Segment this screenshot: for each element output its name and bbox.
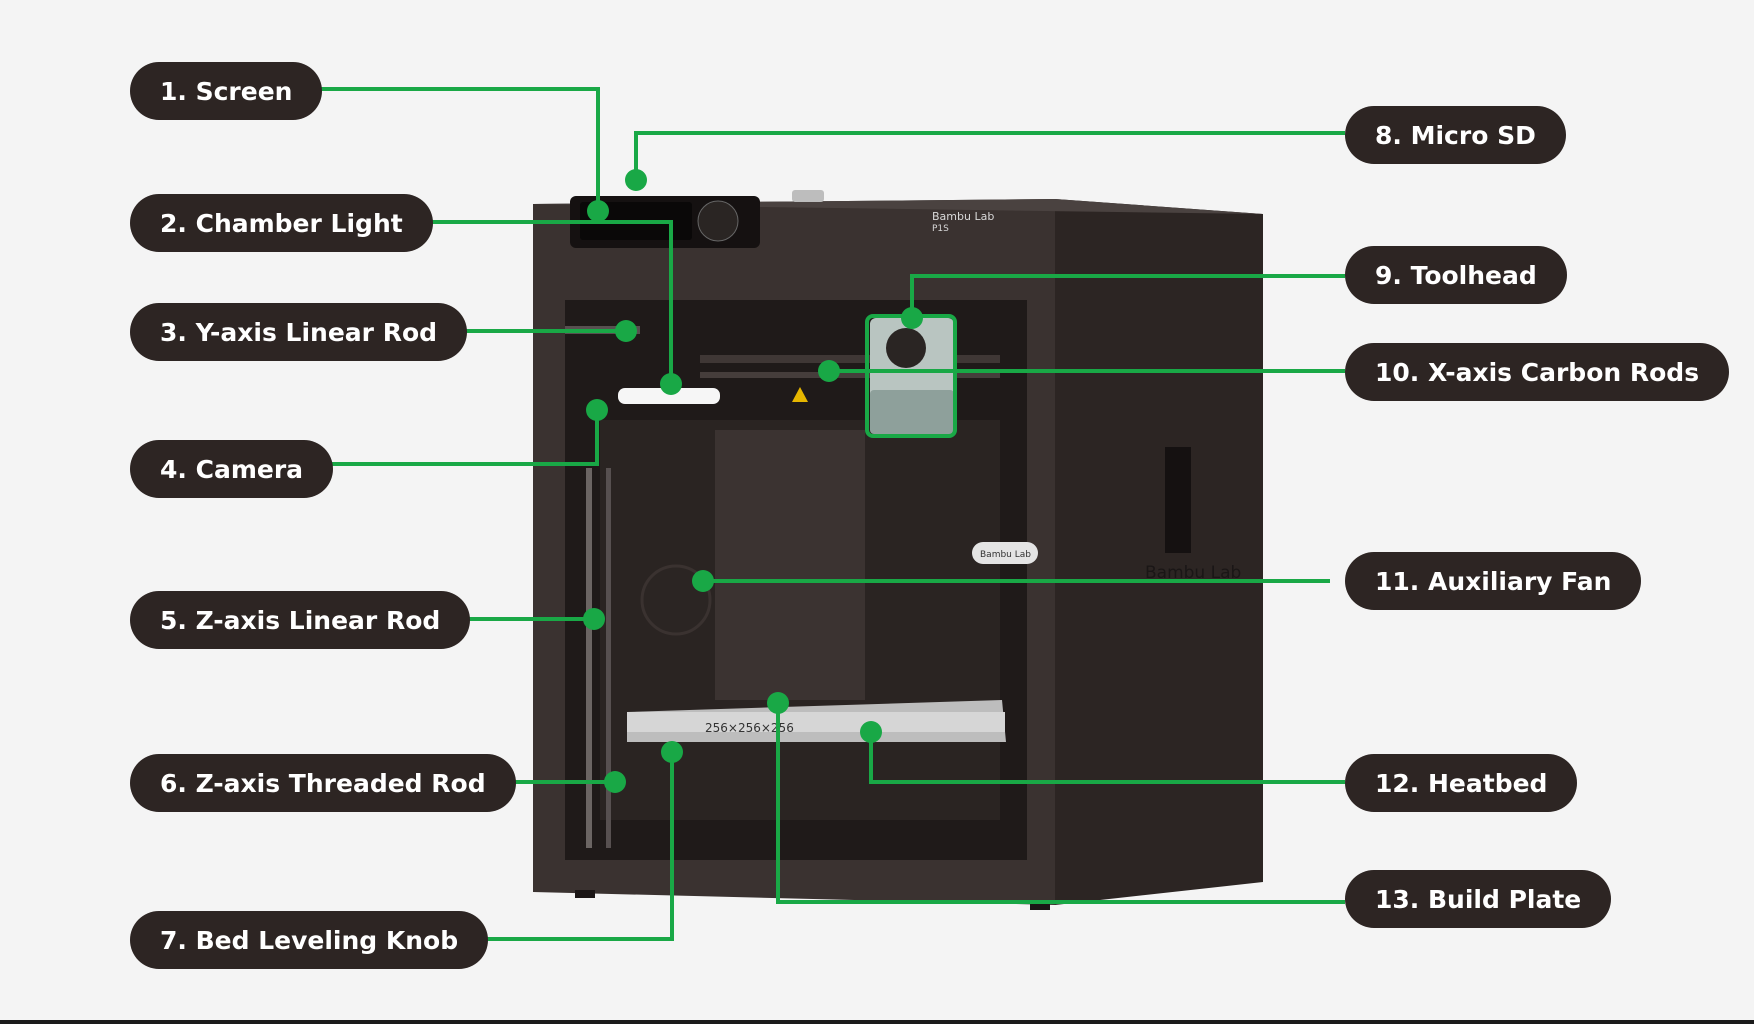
warning-triangle <box>792 387 808 402</box>
z-rod-linear-shape <box>586 468 592 848</box>
dot-chamber-light <box>660 373 682 395</box>
rear-duct <box>715 430 865 700</box>
bottom-border <box>0 1020 1754 1024</box>
printer-foot-right <box>1030 902 1050 910</box>
label-camera: 4. Camera <box>130 440 334 498</box>
label-micro-sd: 8. Micro SD <box>1345 106 1566 164</box>
leader-line-build-plate <box>776 703 1345 904</box>
toolhead-fan <box>886 328 926 368</box>
build-plate-text: 256×256×256 <box>705 721 794 735</box>
label-toolhead: 9. Toolhead <box>1345 246 1567 304</box>
dot-x-axis-carbon-rods <box>818 360 840 382</box>
dot-z-axis-linear-rod <box>583 608 605 630</box>
toolhead-lower <box>870 390 954 434</box>
label-build-plate: 13. Build Plate <box>1345 870 1612 928</box>
label-y-axis-linear-rod: 3. Y-axis Linear Rod <box>130 303 468 361</box>
dot-bed-leveling-knob <box>661 741 683 763</box>
spool-holder-knob <box>792 190 824 202</box>
label-bed-leveling-knob: 7. Bed Leveling Knob <box>130 911 489 969</box>
label-screen: 1. Screen <box>130 62 323 120</box>
dot-y-axis-linear-rod <box>615 320 637 342</box>
printer-side-panel <box>1055 199 1263 905</box>
leader-line-toolhead <box>910 274 1345 318</box>
dot-micro-sd <box>625 169 647 191</box>
label-heatbed: 12. Heatbed <box>1345 754 1578 812</box>
printer-illustration: Bambu Lab P1S Bambu Lab Bamb <box>533 190 1263 910</box>
chamber-light-bar <box>618 388 720 404</box>
x-axis-rod-shape-bottom <box>700 372 1000 378</box>
screen-dpad <box>697 200 739 242</box>
printer-foot-left <box>575 890 595 898</box>
z-rod-threaded-shape <box>606 468 611 848</box>
x-axis-rod-shape-top <box>700 355 1000 363</box>
side-logo-text: Bambu Lab <box>1145 563 1241 583</box>
leader-line-heatbed <box>869 732 1345 784</box>
door-badge-text: Bambu Lab <box>980 550 1031 560</box>
dot-z-axis-threaded-rod <box>604 771 626 793</box>
dot-screen <box>587 200 609 222</box>
leader-line-chamber-light <box>405 220 673 384</box>
dot-heatbed <box>860 721 882 743</box>
leader-dots <box>583 169 923 793</box>
dot-toolhead <box>901 307 923 329</box>
printer-brand-text: Bambu Lab <box>932 210 994 223</box>
printer-model-text: P1S <box>932 224 949 234</box>
label-auxiliary-fan: 11. Auxiliary Fan <box>1345 552 1642 610</box>
label-z-axis-threaded-rod: 6. Z-axis Threaded Rod <box>130 754 516 812</box>
dot-auxiliary-fan <box>692 570 714 592</box>
leader-line-bed-leveling-knob <box>450 752 674 941</box>
label-chamber-light: 2. Chamber Light <box>130 194 433 252</box>
leader-line-screen <box>300 87 600 211</box>
dot-camera <box>586 399 608 421</box>
leader-line-micro-sd <box>634 131 1345 180</box>
label-z-axis-linear-rod: 5. Z-axis Linear Rod <box>130 591 471 649</box>
leader-line-camera <box>310 410 599 466</box>
label-x-axis-carbon-rods: 10. X-axis Carbon Rods <box>1345 343 1730 401</box>
build-plate-shape <box>627 712 1005 732</box>
side-logo-mark <box>1165 447 1191 553</box>
door-handle-badge <box>972 542 1038 564</box>
dot-build-plate <box>767 692 789 714</box>
